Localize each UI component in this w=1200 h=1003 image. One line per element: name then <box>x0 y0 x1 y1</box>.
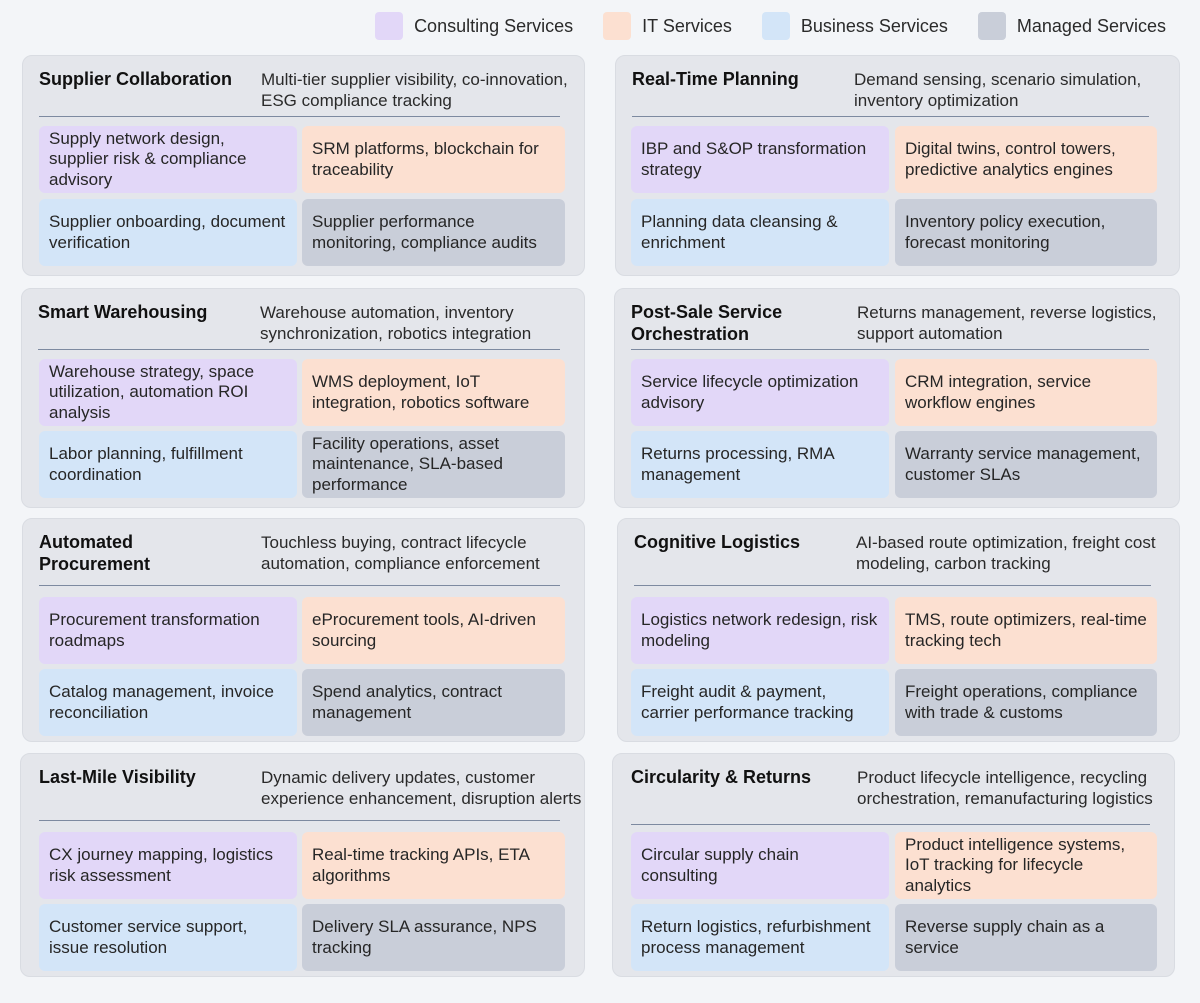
cell-consulting: Circular supply chain consulting <box>631 832 889 899</box>
card-post-sale-service-orchestration: Post-Sale Service Orchestration Returns … <box>614 288 1180 508</box>
card-cognitive-logistics: Cognitive Logistics AI-based route optim… <box>617 518 1180 742</box>
cell-it: Real-time tracking APIs, ETA algorithms <box>302 832 565 899</box>
divider <box>39 585 560 586</box>
card-description: Product lifecycle intelligence, recyclin… <box>857 768 1153 808</box>
divider <box>632 116 1149 117</box>
cell-business: Planning data cleansing & enrichment <box>631 199 889 266</box>
cell-managed: Reverse supply chain as a service <box>895 904 1157 971</box>
cell-it: WMS deployment, IoT integration, robotic… <box>302 359 565 426</box>
card-title: Supplier Collaboration <box>39 69 233 89</box>
card-automated-procurement: Automated Procurement Touchless buying, … <box>22 518 585 742</box>
legend-label-business: Business Services <box>800 15 948 36</box>
legend-item-consulting: Consulting Services <box>375 12 573 40</box>
card-description: AI-based route optimization, freight cos… <box>856 533 1156 573</box>
card-description: Warehouse automation, inventory synchron… <box>260 303 532 343</box>
card-title: Circularity & Returns <box>631 767 812 787</box>
divider <box>634 585 1151 586</box>
legend-label-it: IT Services <box>642 15 732 36</box>
cell-it: Product intelligence systems, IoT tracki… <box>895 832 1157 899</box>
card-title: Cognitive Logistics <box>634 532 801 552</box>
cell-business: Returns processing, RMA management <box>631 431 889 498</box>
cell-consulting: IBP and S&OP transformation strategy <box>631 126 889 193</box>
card-description: Dynamic delivery updates, customer exper… <box>261 768 582 808</box>
cell-business: Catalog management, invoice reconciliati… <box>39 669 297 736</box>
card-real-time-planning: Real-Time Planning Demand sensing, scena… <box>615 55 1180 276</box>
cell-consulting: CX journey mapping, logistics risk asses… <box>39 832 297 899</box>
card-last-mile-visibility: Last-Mile Visibility Dynamic delivery up… <box>20 753 585 977</box>
cell-business: Labor planning, fulfillment coordination <box>39 431 297 498</box>
card-title: Post-Sale Service Orchestration <box>631 302 783 344</box>
cell-managed: Freight operations, compliance with trad… <box>895 669 1157 736</box>
cell-managed: Supplier performance monitoring, complia… <box>302 199 565 266</box>
cell-consulting: Warehouse strategy, space utilization, a… <box>39 359 297 426</box>
legend-item-managed: Managed Services <box>977 12 1166 40</box>
card-smart-warehousing: Smart Warehousing Warehouse automation, … <box>21 288 585 508</box>
cell-business: Supplier onboarding, document verificati… <box>39 199 297 266</box>
card-description: Multi-tier supplier visibility, co-innov… <box>261 70 568 110</box>
card-description: Returns management, reverse logistics, s… <box>857 303 1157 343</box>
card-description: Touchless buying, contract lifecycle aut… <box>261 533 540 573</box>
cell-managed: Facility operations, asset maintenance, … <box>302 431 565 498</box>
cell-it: CRM integration, service workflow engine… <box>895 359 1157 426</box>
cell-business: Freight audit & payment, carrier perform… <box>631 669 889 736</box>
cell-consulting: Supply network design, supplier risk & c… <box>39 126 297 193</box>
legend-label-consulting: Consulting Services <box>414 15 574 36</box>
divider <box>631 824 1150 825</box>
legend-item-business: Business Services <box>761 12 948 40</box>
card-title: Last-Mile Visibility <box>39 767 196 787</box>
cell-it: eProcurement tools, AI-driven sourcing <box>302 597 565 664</box>
cell-it: Digital twins, control towers, predictiv… <box>895 126 1157 193</box>
divider <box>631 349 1149 350</box>
cell-managed: Spend analytics, contract management <box>302 669 565 736</box>
legend-label-managed: Managed Services <box>1016 15 1166 36</box>
cell-it: SRM platforms, blockchain for traceabili… <box>302 126 565 193</box>
cell-business: Return logistics, refurbishment process … <box>631 904 889 971</box>
cell-consulting: Service lifecycle optimization advisory <box>631 359 889 426</box>
cell-managed: Delivery SLA assurance, NPS tracking <box>302 904 565 971</box>
cell-consulting: Procurement transformation roadmaps <box>39 597 297 664</box>
legend-swatch-consulting <box>375 12 404 40</box>
cell-business: Customer service support, issue resoluti… <box>39 904 297 971</box>
legend-swatch-it <box>603 12 632 40</box>
cell-managed: Warranty service management, customer SL… <box>895 431 1157 498</box>
divider <box>38 349 560 350</box>
card-title: Automated Procurement <box>39 532 151 574</box>
cell-managed: Inventory policy execution, forecast mon… <box>895 199 1157 266</box>
divider <box>39 116 560 117</box>
cell-it: TMS, route optimizers, real-time trackin… <box>895 597 1157 664</box>
divider <box>39 820 560 821</box>
card-title: Real-Time Planning <box>632 69 799 89</box>
legend-swatch-business <box>761 12 790 40</box>
legend: Consulting Services IT Services Business… <box>345 12 1166 40</box>
cell-consulting: Logistics network redesign, risk modelin… <box>631 597 889 664</box>
legend-item-it: IT Services <box>603 12 732 40</box>
card-circularity-returns: Circularity & Returns Product lifecycle … <box>612 753 1175 977</box>
card-supplier-collaboration: Supplier Collaboration Multi-tier suppli… <box>22 55 585 276</box>
card-description: Demand sensing, scenario simulation, inv… <box>854 70 1142 110</box>
card-title: Smart Warehousing <box>38 302 208 322</box>
legend-swatch-managed <box>977 12 1006 40</box>
